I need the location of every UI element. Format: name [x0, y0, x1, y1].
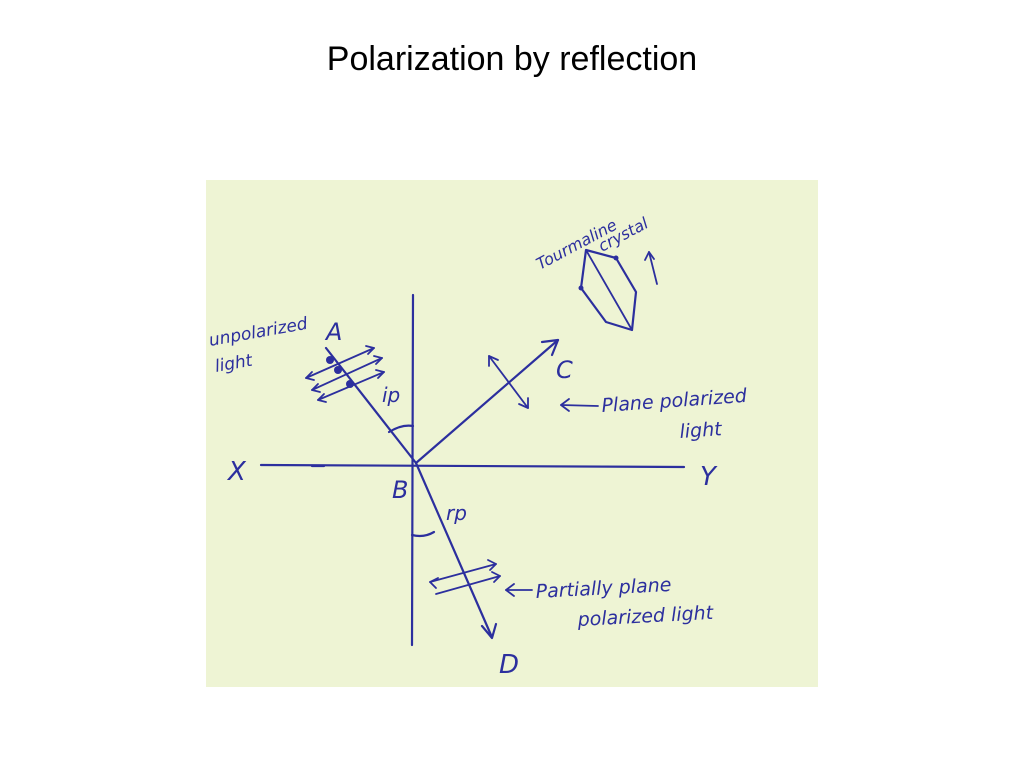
incidence-angle-arc [387, 424, 415, 434]
reflected-arrowhead [540, 338, 560, 357]
slide-title: Polarization by reflection [326, 40, 698, 78]
label-point-c: C [556, 356, 573, 384]
refracted-pointer-head [505, 583, 515, 597]
label-point-d: D [499, 650, 519, 680]
incident-dot-1 [326, 356, 334, 364]
label-reflected-line1: Plane polarized [601, 385, 749, 417]
label-angle-refraction: rp [446, 501, 467, 525]
label-incident-line1: unpolarized [207, 314, 309, 351]
incident-ray [324, 346, 418, 465]
label-axis-x: X [226, 457, 247, 487]
label-point-b: B [392, 476, 408, 504]
label-incident-line2: light [213, 350, 255, 376]
refracted-vibration-arrows [429, 559, 501, 595]
incident-dot-2 [334, 366, 342, 374]
label-refracted-line2: polarized light [576, 602, 715, 631]
polarization-diagram: A B C D X Y ip rp unpolarized light Plan… [207, 213, 749, 680]
label-point-a: A [324, 318, 342, 346]
reflected-ray [414, 338, 560, 465]
reflected-pointer-head [560, 398, 570, 412]
refraction-angle-arc [410, 530, 436, 538]
label-axis-y: Y [700, 462, 718, 492]
refracted-arrowhead [480, 622, 498, 640]
normal-line [410, 293, 415, 647]
tourmaline-crystal [578, 248, 658, 332]
reflected-vibration-arrow [488, 355, 529, 409]
label-refracted-line1: Partially plane [535, 574, 672, 603]
label-reflected-line2: light [679, 418, 724, 443]
diagram-photo: A B C D X Y ip rp unpolarized light Plan… [206, 180, 818, 687]
reflected-pointer-line [560, 404, 599, 407]
reflecting-surface-line [259, 463, 686, 469]
incident-vibration-arrows [305, 345, 385, 403]
label-angle-incidence: ip [382, 383, 400, 407]
refracted-ray [414, 461, 493, 637]
